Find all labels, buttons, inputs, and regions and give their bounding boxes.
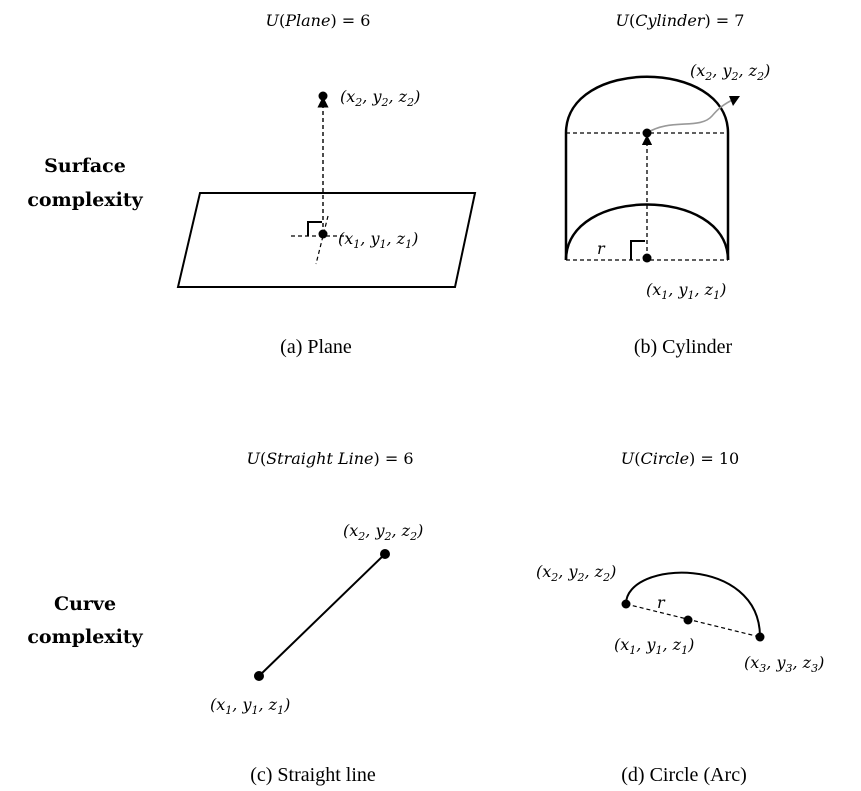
circle-point-2 [621, 599, 631, 609]
line-title: U(Straight Line) = 6 [246, 449, 413, 468]
panel-cylinder: U(Cylinder) = 7 r (x2, y2, z2) (x1, y1, … [564, 11, 770, 358]
panel-plane: U(Plane) = 6 (x2, y2, z2) (x1, y1, z1) (… [176, 11, 477, 358]
plane-caption: (a) Plane [280, 336, 352, 358]
cylinder-bottom-arc [564, 203, 730, 261]
row-label-surface-2: complexity [27, 189, 143, 211]
line-point-1-label: (x1, y1, z1) [210, 695, 290, 717]
cylinder-leader-arrowhead [729, 96, 740, 106]
plane-axis-slant [315, 215, 329, 265]
panel-line: U(Straight Line) = 6 (x2, y2, z2) (x1, y… [210, 449, 423, 786]
cylinder-leader-curve [646, 97, 737, 134]
cylinder-point-2 [642, 128, 652, 138]
circle-chord [625, 603, 761, 638]
cylinder-caption: (b) Cylinder [634, 336, 733, 358]
cylinder-point-1-label: (x1, y1, z1) [646, 280, 726, 302]
cylinder-point-2-label: (x2, y2, z2) [690, 61, 770, 83]
cylinder-point-1 [642, 253, 652, 263]
line-point-2 [380, 549, 390, 559]
cylinder-right-angle [630, 240, 645, 260]
row-label-curve-1: Curve [54, 593, 116, 615]
row-label-surface-1: Surface [44, 155, 126, 177]
plane-point-1 [318, 229, 328, 239]
row-label-curve-2: complexity [27, 626, 143, 648]
plane-point-1-label: (x1, y1, z1) [338, 229, 418, 251]
plane-title: U(Plane) = 6 [266, 11, 371, 30]
circle-caption: (d) Circle (Arc) [621, 764, 747, 786]
circle-point-3 [755, 632, 765, 642]
circle-point-1-label: (x1, y1, z1) [614, 635, 694, 657]
plane-surface [176, 192, 477, 288]
panel-circle: U(Circle) = 10 r (x2, y2, z2) (x1, y1, z… [536, 449, 824, 786]
plane-right-angle [307, 221, 322, 236]
line-point-2-label: (x2, y2, z2) [343, 521, 423, 543]
cylinder-radius-label: r [597, 239, 606, 258]
circle-title: U(Circle) = 10 [621, 449, 739, 468]
circle-point-3-label: (x3, y3, z3) [744, 653, 824, 675]
line-point-1 [254, 671, 264, 681]
cylinder-top-arc [564, 75, 730, 134]
circle-point-1 [683, 615, 693, 625]
straight-line [258, 553, 386, 677]
plane-point-2 [318, 91, 328, 101]
line-caption: (c) Straight line [250, 764, 376, 786]
cylinder-title: U(Cylinder) = 7 [616, 11, 745, 30]
circle-arc [625, 571, 761, 638]
plane-point-2-label: (x2, y2, z2) [340, 87, 420, 109]
circle-radius-label: r [657, 593, 666, 612]
circle-point-2-label: (x2, y2, z2) [536, 562, 616, 584]
